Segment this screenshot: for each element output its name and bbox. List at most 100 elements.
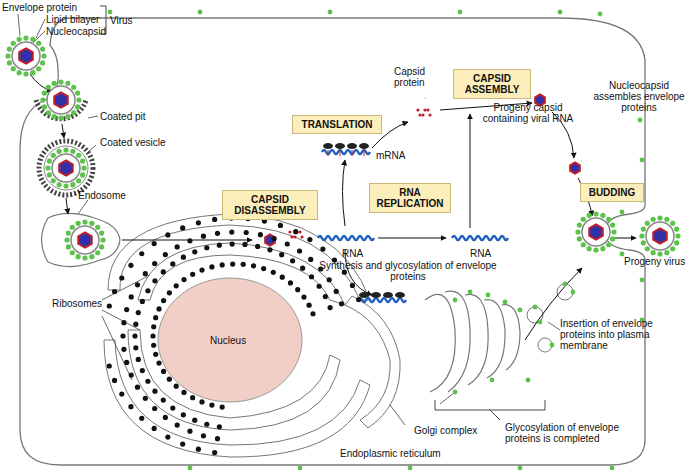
envelope-protein [89, 254, 94, 259]
envelope-protein [40, 47, 45, 52]
process-label-box: CAPSID DISASSEMBLY [222, 190, 318, 220]
ribosome [150, 333, 155, 338]
envelope-protein [81, 165, 86, 170]
part-label: Endosome [78, 190, 148, 201]
ribosome [190, 395, 195, 400]
process-label-box: BUDDING [580, 183, 644, 202]
plasma-membrane [20, 18, 645, 465]
envelope-protein [40, 60, 45, 65]
ribosome [258, 232, 263, 237]
envelope-protein [58, 79, 63, 84]
rna-strand [358, 298, 406, 302]
envelope-protein [533, 305, 538, 310]
part-label: Coated pit [100, 111, 170, 122]
capsid-protein [421, 113, 424, 116]
envelope-protein [17, 37, 22, 42]
ribosome [242, 242, 247, 247]
nucleocapsid [78, 232, 91, 247]
ribosome [192, 418, 197, 423]
lipid-bilayer [52, 154, 80, 182]
ribosome [136, 310, 141, 315]
part-label: Capsid protein [394, 66, 454, 88]
capsid-protein [288, 230, 291, 233]
ribosome [112, 378, 117, 383]
ribosome [133, 322, 138, 327]
ribosome [121, 347, 126, 352]
envelope-protein [75, 104, 80, 109]
envelope-protein [651, 250, 656, 255]
ribosome [308, 257, 313, 262]
ribosome [136, 357, 141, 362]
ribosome [220, 262, 225, 267]
envelope-protein [52, 114, 57, 119]
ribosome [297, 248, 302, 253]
envelope-protein [45, 165, 50, 170]
envelope-protein [82, 219, 87, 224]
envelope-protein [52, 81, 57, 86]
ribosome [383, 292, 393, 298]
envelope-protein [670, 221, 675, 226]
part-label: Progeny virus [624, 256, 694, 267]
part-label: Ribosomes [52, 298, 112, 309]
envelope-protein [563, 282, 568, 287]
ribosome [129, 373, 134, 378]
envelope-protein [11, 41, 16, 46]
envelope-protein [71, 85, 76, 90]
ribosome [199, 267, 204, 272]
ribosome [307, 237, 312, 242]
ribosome [119, 391, 124, 396]
ribosome [167, 377, 172, 382]
ribosome [320, 246, 325, 251]
ribosome [220, 405, 225, 410]
nucleocapsid [589, 224, 602, 239]
ribosome [156, 306, 161, 311]
envelope-protein [558, 10, 563, 15]
envelope-protein [36, 66, 41, 71]
ribosome [181, 412, 186, 417]
envelope-protein [188, 466, 193, 471]
envelope-protein [82, 255, 87, 260]
endosome [42, 213, 121, 266]
ribosome [128, 263, 133, 268]
part-label: mRNA [376, 150, 416, 161]
ribosome [215, 231, 220, 236]
envelope-protein [63, 147, 68, 152]
capsid-outline [589, 224, 602, 239]
capsid-protein [298, 230, 301, 233]
ribosome [190, 272, 195, 277]
ribosome [290, 258, 295, 263]
ribosome [204, 245, 209, 250]
ribosome [161, 398, 166, 403]
envelope-protein [639, 233, 644, 238]
envelope-protein [577, 236, 582, 241]
envelope-protein [538, 320, 543, 325]
leader-line [18, 14, 560, 425]
ribosome [145, 379, 150, 384]
envelope-protein [51, 153, 56, 158]
ribosome [196, 220, 201, 225]
rna-strand [452, 236, 508, 240]
ribosome [152, 241, 157, 246]
envelope-protein [75, 91, 80, 96]
ribosome [209, 264, 214, 269]
ribosome [163, 252, 168, 257]
capsid-outline [570, 163, 580, 174]
ribosome [132, 333, 137, 338]
ribosome [201, 433, 206, 438]
bracket [435, 400, 545, 410]
envelope-protein [30, 70, 35, 75]
ribosome [112, 289, 117, 294]
ribosome [199, 399, 204, 404]
part-label: Envelope protein [2, 2, 102, 13]
envelope-protein [600, 213, 605, 218]
ribosome [192, 249, 197, 254]
envelope-protein [526, 378, 531, 383]
envelope-protein [99, 231, 104, 236]
envelope-protein [89, 221, 94, 226]
ribosome [300, 266, 305, 271]
part-label: RNA [342, 248, 372, 259]
part-label: Synthesis and glycosylation of envelope … [318, 260, 498, 282]
envelope-protein [550, 343, 555, 348]
capsid-protein [423, 108, 426, 111]
nucleocapsid [19, 48, 32, 63]
